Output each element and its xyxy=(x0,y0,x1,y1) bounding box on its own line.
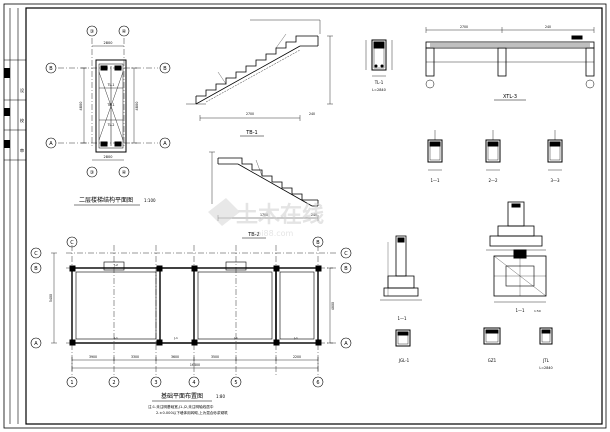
dimension-text: 4800 xyxy=(331,302,335,310)
section-label: 3—3 xyxy=(550,178,560,183)
wall-tag: J-2 xyxy=(113,263,118,267)
axis-bubble-label: A xyxy=(34,341,38,347)
column-sections xyxy=(427,130,563,171)
wall-tag: J-1 xyxy=(233,336,238,340)
dimension-text: 4800 xyxy=(79,102,83,111)
dimension-text: 240 xyxy=(309,112,315,116)
dimension-text: 2800 xyxy=(104,155,113,159)
section-label: 1—1 xyxy=(430,178,440,183)
axis-bubble-label: ④ xyxy=(122,170,127,176)
beam-label: TB-1 xyxy=(106,103,114,107)
drawing-scale: 1:100 xyxy=(144,198,156,203)
axis-bubble-label: A xyxy=(49,141,53,147)
axis-bubble-label: C xyxy=(70,240,74,246)
drawing-title: 二层楼梯结构平面图 xyxy=(79,196,133,204)
title-strip: 设 校 审 xyxy=(4,8,26,424)
axis-bubble-label: ③ xyxy=(90,29,94,35)
wall-tag: J-1 xyxy=(293,336,298,340)
dimension-text: 240 xyxy=(545,25,551,29)
axis-bubble-label: B xyxy=(34,266,38,272)
dimension-text: 16800 xyxy=(190,363,200,367)
beam-tl1-section xyxy=(365,39,393,77)
stair-section-tb1-labels: 2700 240 TB-1 xyxy=(240,112,315,137)
beam-xtl3-labels: 2700 240 XTL-3 xyxy=(460,25,551,101)
detail-label: GZ1 xyxy=(488,358,497,363)
beam-xtl3-elevation xyxy=(425,27,595,89)
axis-bubble-label: C xyxy=(344,251,348,257)
note-line: 注:1.未注明基础宽,J1-J2,未注明轴线居中 xyxy=(148,404,214,409)
drawing-scale: 1:80 xyxy=(216,394,225,399)
axis-bubble-label: B xyxy=(344,266,348,272)
dimension-text: 5400 xyxy=(49,294,53,302)
watermark: 土木在线 coi88.com xyxy=(208,198,324,238)
dimension-text: 240 xyxy=(311,213,317,217)
axis-bubble-label: 3 xyxy=(154,380,157,386)
axis-bubble-label: B xyxy=(49,66,53,72)
dimension-text: 2700 xyxy=(460,25,468,29)
strip-label: 校 xyxy=(20,117,24,123)
foundation-details xyxy=(380,201,553,347)
axis-bubble-label: 1 xyxy=(70,380,73,386)
axis-bubble-label: 4 xyxy=(192,380,195,386)
dimension-text: 3600 xyxy=(171,355,179,359)
outer-border xyxy=(3,3,607,429)
axis-bubble-label: ③ xyxy=(90,170,94,176)
dimension-text: 3300 xyxy=(131,355,139,359)
wall-tag: J-1 xyxy=(173,336,178,340)
drawing-title: XTL-3 xyxy=(503,94,517,100)
axis-bubble-label: A xyxy=(344,341,348,347)
beam-label: TL-1 xyxy=(107,83,115,87)
section-label: 1—1 xyxy=(397,316,407,321)
detail-label: TL-1 xyxy=(374,80,384,85)
section-label: 2—2 xyxy=(488,178,498,183)
strip-label: 设 xyxy=(20,87,24,93)
drawing-title: 基础平面布置图 xyxy=(161,392,203,400)
wall-tag: J-1 xyxy=(113,336,118,340)
axis-bubble-label: 5 xyxy=(234,380,237,386)
stair-section-tb1 xyxy=(186,19,333,121)
column-section-labels: 1—1 2—2 3—3 xyxy=(430,178,560,183)
drawing-title: TB-1 xyxy=(245,130,257,136)
foundation-plan xyxy=(30,236,352,388)
stair-plan-labels: ③ ④ ③ ④ B A B A 2800 2800 4800 4800 TL-1… xyxy=(49,29,167,206)
dimension-text: 2800 xyxy=(104,41,113,45)
watermark-text: 土木在线 xyxy=(236,202,324,228)
detail-scale: 1:50 xyxy=(534,309,541,313)
inner-border xyxy=(25,7,603,425)
stair-section-tb2 xyxy=(209,151,319,221)
dimension-text: 2200 xyxy=(293,355,301,359)
dimension-text: 2700 xyxy=(246,112,254,116)
detail-label: JGL-1 xyxy=(398,358,410,363)
drawing-title: TB-2 xyxy=(247,232,259,238)
dimension-text: 3500 xyxy=(211,355,219,359)
detail-sublabel: L=2840 xyxy=(539,366,552,370)
axis-bubble-label: 6 xyxy=(316,380,319,386)
detail-sublabel: L=2840 xyxy=(372,88,386,92)
section-label: 1—1 xyxy=(515,308,525,313)
axis-bubble-label: B xyxy=(316,240,320,246)
stair-plan xyxy=(45,25,171,178)
stair-section-tb2-labels: 1700 240 TB-2 xyxy=(242,213,317,239)
strip-label: 审 xyxy=(20,147,24,153)
watermark-subtext: coi88.com xyxy=(252,229,294,238)
beam-label: TL-2 xyxy=(107,123,115,127)
axis-bubble-label: 2 xyxy=(112,380,115,386)
axis-bubble-label: C xyxy=(34,251,38,257)
dimension-text: 3900 xyxy=(89,355,97,359)
dimension-text: 1700 xyxy=(260,213,268,217)
foundation-detail-labels: 1—1 1—1 1:50 JGL-1 GZ1 JTL L=2840 xyxy=(397,308,552,370)
foundation-plan-labels: 1 2 3 4 5 6 C B A C B A C B 3900 3300 36… xyxy=(34,240,348,415)
axis-bubble-label: A xyxy=(163,141,167,147)
dimension-text: 4800 xyxy=(135,102,139,111)
note-line: 2.±0.000以下墙体用砖砌,上为混合砂浆砌筑 xyxy=(156,410,228,415)
detail-label: JTL xyxy=(542,358,550,363)
axis-bubble-label: ④ xyxy=(122,29,127,35)
axis-bubble-label: B xyxy=(163,66,167,72)
